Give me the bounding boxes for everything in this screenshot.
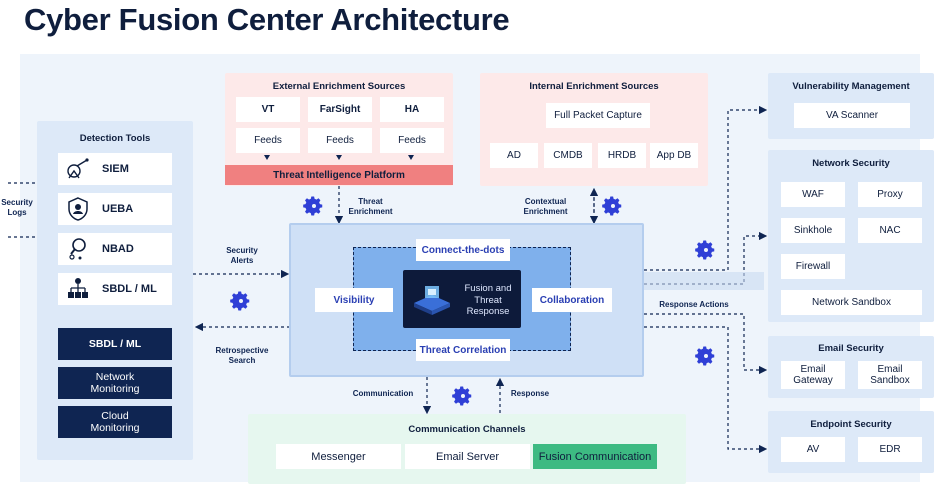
- source-farsight: FarSight: [308, 97, 372, 122]
- external-enrichment-heading: External Enrichment Sources: [272, 81, 406, 92]
- endpoint-edr: EDR: [858, 437, 922, 462]
- source-ad: AD: [490, 143, 538, 168]
- internal-enrichment-heading: Internal Enrichment Sources: [529, 81, 659, 92]
- to-endpoint-arrow: [644, 326, 768, 454]
- threat-intelligence-platform: Threat Intelligence Platform: [225, 165, 453, 185]
- response-actions-label: Response Actions: [659, 300, 729, 309]
- vulnerability-heading: Vulnerability Management: [792, 81, 910, 92]
- channel-fusion-communication: Fusion Communication: [533, 444, 657, 469]
- net-network-sandbox: Network Sandbox: [781, 290, 922, 315]
- shield-icon: [58, 194, 98, 224]
- to-vulnerability-arrow: [644, 105, 768, 271]
- security-logs-label: Security Logs: [1, 198, 33, 217]
- gear-icon: [303, 196, 323, 216]
- net-waf: WAF: [781, 182, 845, 207]
- endpoint-av: AV: [781, 437, 845, 462]
- email-gateway: Email Gateway: [781, 361, 845, 389]
- gear-icon: [695, 240, 715, 260]
- source-feeds: Feeds: [308, 128, 372, 153]
- source-feeds: Feeds: [380, 128, 444, 153]
- email-sandbox: Email Sandbox: [858, 361, 922, 389]
- channel-messenger: Messenger: [276, 444, 401, 469]
- channel-email-server: Email Server: [405, 444, 530, 469]
- to-email-arrow: [644, 313, 768, 375]
- visibility-box: Visibility: [315, 288, 393, 312]
- satellite-icon: [58, 154, 98, 184]
- connect-the-dots-box: Connect-the-dots: [416, 239, 510, 261]
- magnifier-icon: [58, 234, 98, 264]
- gear-icon: [602, 196, 622, 216]
- feed-arrows: [264, 155, 414, 160]
- va-scanner: VA Scanner: [794, 103, 910, 128]
- source-ha: HA: [380, 97, 444, 122]
- network-tree-icon: [58, 274, 98, 304]
- collaboration-box: Collaboration: [532, 288, 612, 312]
- source-hrdb: HRDB: [598, 143, 646, 168]
- tool-siem: SIEM: [58, 153, 172, 185]
- communication-label: Communication: [352, 389, 414, 398]
- fusion-center-box: [403, 270, 521, 328]
- gear-icon: [452, 386, 472, 406]
- net-sinkhole: Sinkhole: [781, 218, 845, 243]
- gear-icon: [695, 346, 715, 366]
- detection-tools-heading: Detection Tools: [79, 133, 151, 144]
- endpoint-security-heading: Endpoint Security: [810, 419, 892, 430]
- threat-enrichment-label: Threat Enrichment: [348, 197, 393, 216]
- dark-tool-network-monitoring: Network Monitoring: [58, 367, 172, 399]
- net-nac: NAC: [858, 218, 922, 243]
- tool-ueba: UEBA: [58, 193, 172, 225]
- response-actions-band: [644, 272, 764, 290]
- tool-label: SBDL / ML: [102, 283, 157, 295]
- net-firewall: Firewall: [781, 254, 845, 279]
- source-feeds: Feeds: [236, 128, 300, 153]
- tool-nbad: NBAD: [58, 233, 172, 265]
- tool-label: SIEM: [102, 163, 129, 175]
- response-label: Response: [510, 389, 550, 398]
- retrospective-search-label: Retrospective Search: [215, 346, 269, 365]
- fusion-platform-icon: [414, 286, 450, 315]
- email-security-heading: Email Security: [818, 343, 884, 354]
- threat-correlation-box: Threat Correlation: [416, 339, 510, 361]
- dark-tool-sbdl-ml: SBDL / ML: [58, 328, 172, 360]
- full-packet-capture: Full Packet Capture: [546, 103, 650, 128]
- source-cmdb: CMDB: [544, 143, 592, 168]
- dark-tool-cloud-monitoring: Cloud Monitoring: [58, 406, 172, 438]
- tool-sbdl-ml: SBDL / ML: [58, 273, 172, 305]
- source-vt: VT: [236, 97, 300, 122]
- security-alerts-label: Security Alerts: [226, 246, 258, 265]
- contextual-enrichment-label: Contextual Enrichment: [523, 197, 568, 216]
- tool-label: NBAD: [102, 243, 134, 255]
- tool-label: UEBA: [102, 203, 134, 215]
- fusion-center-label: Fusion and Threat Response: [464, 283, 512, 317]
- source-app-db: App DB: [650, 143, 698, 168]
- page-title: Cyber Fusion Center Architecture: [24, 2, 510, 37]
- communication-heading: Communication Channels: [408, 424, 526, 435]
- net-proxy: Proxy: [858, 182, 922, 207]
- gear-icon: [230, 291, 250, 311]
- network-security-heading: Network Security: [812, 158, 890, 169]
